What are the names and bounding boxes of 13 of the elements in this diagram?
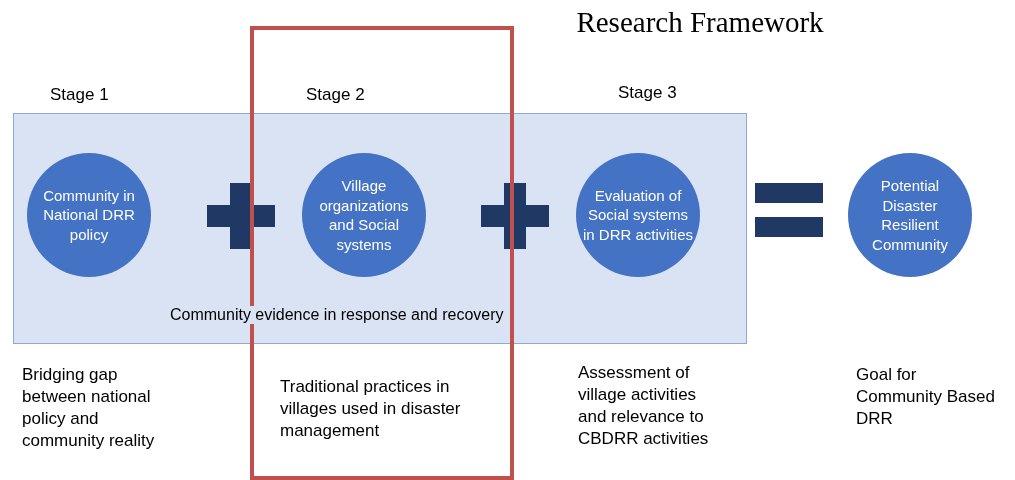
diagram-title: Research Framework — [575, 6, 825, 39]
description-text: Bridging gap between national policy and community reality — [22, 364, 156, 453]
stage-circle: Evaluation of Social systems in DRR activities — [576, 153, 700, 277]
stage-label: Stage 1 — [50, 84, 109, 106]
stage-label: Stage 2 — [306, 84, 365, 106]
frame-text: Traditional practices in villages used in disaster management — [280, 376, 462, 443]
description-text: Assessment of village activities and relevance to CBDRR activities — [578, 362, 710, 451]
stage-label: Stage 3 — [618, 82, 677, 104]
band-text: Community evidence in response and recovery — [170, 306, 504, 324]
stage-circle: Community in National DRR policy — [27, 153, 151, 277]
highlight-frame — [250, 26, 514, 480]
stage-circle: Potential Disaster Resilient Community — [848, 153, 972, 277]
description-text: Goal for Community Based DRR — [856, 364, 996, 431]
